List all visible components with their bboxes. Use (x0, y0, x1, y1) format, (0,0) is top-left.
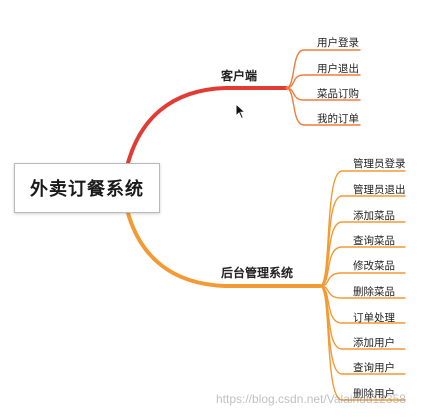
watermark: https://blog.csdn.net/Valaindu12358 (216, 392, 406, 406)
arrow-cursor-icon (235, 102, 247, 124)
leaf-admin-6: 订单处理 (353, 312, 395, 324)
leaf-client-1: 用户退出 (317, 63, 359, 75)
root-node-label: 外卖订餐系统 (30, 179, 144, 200)
leaf-connector-client-0 (285, 49, 361, 89)
leaf-admin-3: 查询菜品 (353, 235, 395, 247)
root-node: 外卖订餐系统 (14, 163, 160, 213)
leaf-admin-4: 修改菜品 (353, 260, 395, 272)
leaf-admin-5: 删除菜品 (353, 286, 395, 298)
leaf-connector-admin-4 (319, 272, 406, 287)
branch-label-client: 客户端 (221, 69, 258, 83)
leaf-client-0: 用户登录 (317, 37, 359, 49)
leaf-connector-admin-3 (319, 246, 406, 287)
leaf-admin-2: 添加菜品 (353, 210, 395, 222)
leaf-connector-client-1 (285, 74, 361, 89)
leaf-admin-1: 管理员退出 (353, 184, 406, 196)
leaf-connector-admin-2 (319, 221, 406, 287)
leaf-admin-8: 查询用户 (353, 362, 395, 374)
leaf-admin-7: 添加用户 (353, 337, 395, 349)
leaf-connector-admin-1 (319, 195, 406, 287)
branch-label-admin: 后台管理系统 (221, 266, 294, 280)
leaf-admin-0: 管理员登录 (353, 158, 406, 170)
leaf-client-3: 我的订单 (317, 113, 359, 125)
leaf-connector-admin-9 (319, 285, 406, 401)
leaf-client-2: 菜品订购 (317, 88, 359, 100)
branch-connector-admin (126, 211, 322, 288)
leaf-admin-9: 删除用户 (353, 388, 395, 400)
branch-connector-client (126, 86, 288, 165)
leaf-connector-client-3 (285, 87, 361, 126)
